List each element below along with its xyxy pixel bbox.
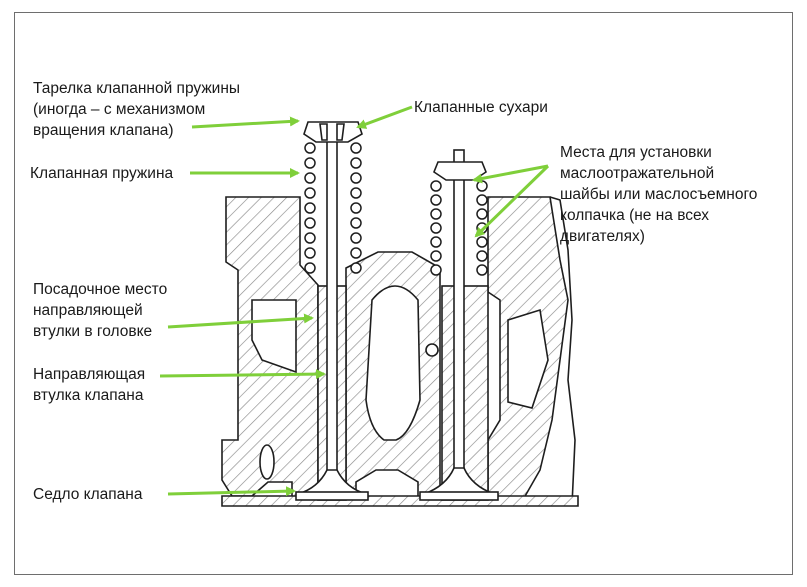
label-guide-bore: Посадочное место направляющей втулки в г… — [33, 279, 167, 342]
head-floor — [221, 495, 579, 507]
label-seal-location-line-4: колпачка (не на всех — [560, 207, 710, 224]
label-retainer: Тарелка клапанной пружины (иногда – с ме… — [33, 78, 240, 141]
arrow-keepers — [356, 105, 413, 129]
label-seal-location-line-5: двигателях) — [560, 228, 645, 245]
arrow-seat — [167, 486, 296, 497]
label-guide-bore-line-3: втулки в головке — [33, 323, 153, 340]
retainer-right — [433, 161, 487, 181]
label-guide: Направляющая втулка клапана — [33, 364, 145, 406]
diagram-frame — [14, 12, 793, 575]
label-guide-line-1: Направляющая — [33, 366, 146, 383]
arrow-retainer — [191, 116, 300, 129]
valve-face-right — [419, 491, 499, 501]
retainer-left — [303, 121, 363, 143]
label-spring: Клапанная пружина — [30, 165, 174, 182]
label-keepers: Клапанные сухари — [414, 99, 548, 116]
label-seat: Седло клапана — [33, 486, 143, 503]
arrow-guide-bore — [167, 313, 314, 329]
spring-left — [304, 142, 362, 274]
label-seal-location-line-1: Места для установки — [560, 144, 712, 161]
valve-left — [295, 121, 369, 501]
label-retainer-line-3: вращения клапана) — [33, 122, 174, 139]
valve-face-left — [295, 491, 369, 501]
port-cavity-right — [507, 308, 549, 409]
valve-stem-left — [326, 127, 338, 474]
label-retainer-line-1: Тарелка клапанной пружины — [33, 80, 241, 97]
head-cavities — [251, 285, 549, 480]
oil-hole — [425, 343, 439, 357]
arrow-guide — [159, 369, 326, 380]
label-seal-location: Места для установки маслоотражательной ш… — [560, 142, 757, 247]
port-cavity-left — [251, 299, 297, 374]
arrow-seal-2 — [474, 164, 550, 238]
combustion-cavity — [365, 285, 421, 441]
arrow-seal-1 — [472, 164, 549, 184]
pointer-arrows — [159, 105, 550, 497]
valve-stem-right — [453, 149, 465, 473]
label-seal-location-line-3: шайбы или маслосъемного — [560, 186, 758, 203]
bolt-hole — [259, 444, 275, 480]
keepers-left — [319, 123, 345, 141]
valve-right — [419, 149, 499, 501]
guide-right — [441, 285, 489, 501]
label-guide-line-2: втулка клапана — [33, 387, 144, 404]
label-seal-location-line-2: маслоотражательной — [560, 165, 715, 182]
label-retainer-line-2: (иногда – с механизмом — [33, 101, 206, 118]
head-right-outline — [520, 196, 576, 506]
label-guide-bore-line-2: направляющей — [33, 302, 143, 319]
label-guide-bore-line-1: Посадочное место — [33, 281, 168, 298]
